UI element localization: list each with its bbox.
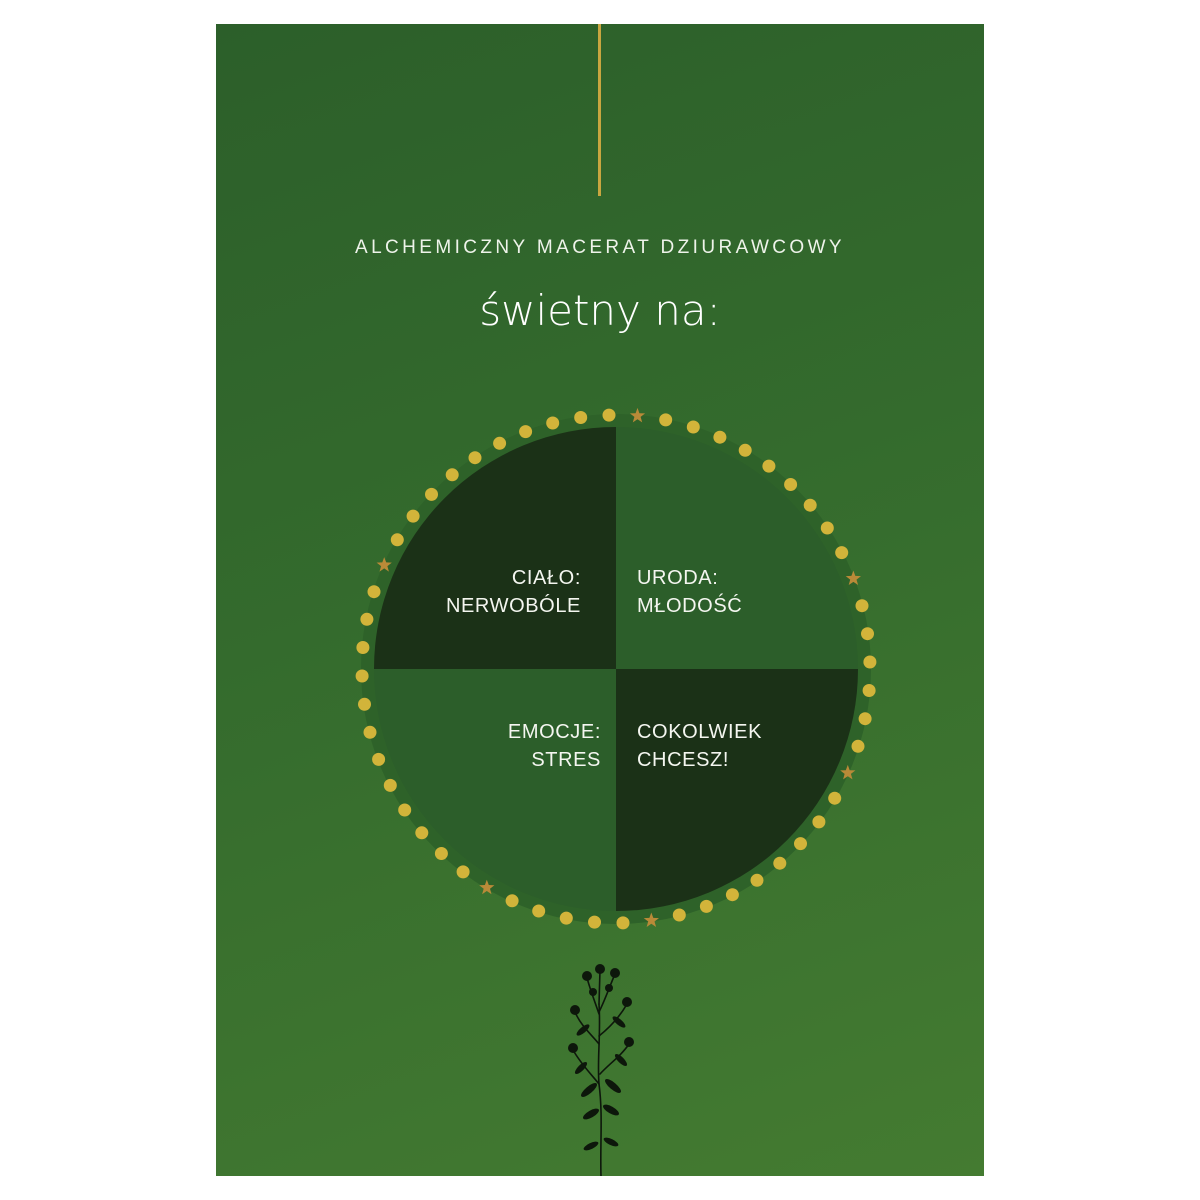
gold-dot (434, 847, 448, 860)
gold-dot (398, 803, 412, 817)
gold-dot (835, 546, 849, 560)
star-icon (629, 407, 646, 423)
gold-dot (588, 915, 601, 929)
gold-dot (456, 865, 470, 879)
gold-dot (773, 856, 787, 870)
star-icon (376, 557, 392, 572)
gold-dot (812, 815, 826, 829)
gold-dot (803, 498, 817, 512)
gold-dot (415, 826, 429, 840)
poster-headline: świetny na: (479, 286, 721, 335)
gold-dot (383, 778, 397, 792)
gold-dot (616, 916, 630, 930)
gold-dot (820, 521, 834, 535)
gold-dot (356, 641, 370, 654)
quadrant-label-beauty: URODA: MŁODOŚĆ (637, 567, 743, 617)
gold-dot (750, 873, 764, 887)
gold-dot (574, 411, 588, 424)
gold-dot (851, 739, 865, 753)
star-icon (840, 764, 856, 780)
quadrant-bottom-left (374, 669, 616, 911)
gold-dot (546, 416, 560, 430)
gold-dot (725, 888, 739, 902)
quadrant-bottom-right (616, 669, 858, 911)
gold-dot (762, 459, 776, 473)
gold-dot (363, 725, 377, 739)
gold-dot (358, 697, 371, 711)
gold-dot (493, 436, 507, 450)
benefits-wheel (355, 407, 877, 930)
gold-dot (505, 894, 519, 908)
quadrant-label-body: CIAŁO: NERWOBÓLE (445, 567, 581, 617)
gold-dot (672, 908, 686, 922)
gold-dot (862, 684, 876, 697)
gold-dot (602, 408, 616, 422)
quadrant-label-anything: COKOLWIEK CHCESZ! (637, 721, 763, 771)
gold-dot (468, 451, 482, 465)
gold-dot (699, 899, 713, 913)
gold-dot (390, 533, 404, 547)
gold-dot (519, 425, 533, 439)
gold-dot (367, 585, 381, 599)
quadrant-top-left (374, 427, 616, 669)
gold-dot (861, 627, 874, 641)
gold-dot (445, 468, 459, 482)
gold-dot (355, 669, 369, 683)
gold-dot (372, 752, 386, 766)
gold-dot (425, 487, 438, 501)
gold-dot (784, 478, 798, 491)
star-icon (845, 570, 861, 585)
quadrant-top-right (616, 427, 858, 669)
star-icon (479, 879, 495, 895)
gold-dot (713, 430, 727, 444)
poster-card: ALCHEMICZNY MACERAT DZIURAWCOWY świetny … (216, 24, 984, 1176)
gold-dot (855, 599, 869, 613)
gold-dot (659, 413, 673, 427)
poster-subtitle: ALCHEMICZNY MACERAT DZIURAWCOWY (355, 237, 845, 258)
st-johns-wort-herb-icon (568, 964, 634, 1176)
gold-dot (828, 791, 842, 805)
gold-dot (686, 420, 700, 434)
gold-dot (738, 443, 752, 457)
quadrant-label-emotions: EMOCJE: STRES (507, 721, 601, 771)
gold-dot (863, 655, 877, 669)
gold-dot (360, 612, 374, 626)
gold-dot (559, 911, 573, 925)
star-icon (643, 912, 659, 927)
gold-dot (406, 509, 420, 523)
gold-dot (858, 712, 872, 726)
gold-dots-ring (355, 407, 877, 930)
gold-hanging-line (598, 24, 601, 196)
gold-dot (532, 904, 546, 918)
gold-dot (794, 837, 807, 851)
